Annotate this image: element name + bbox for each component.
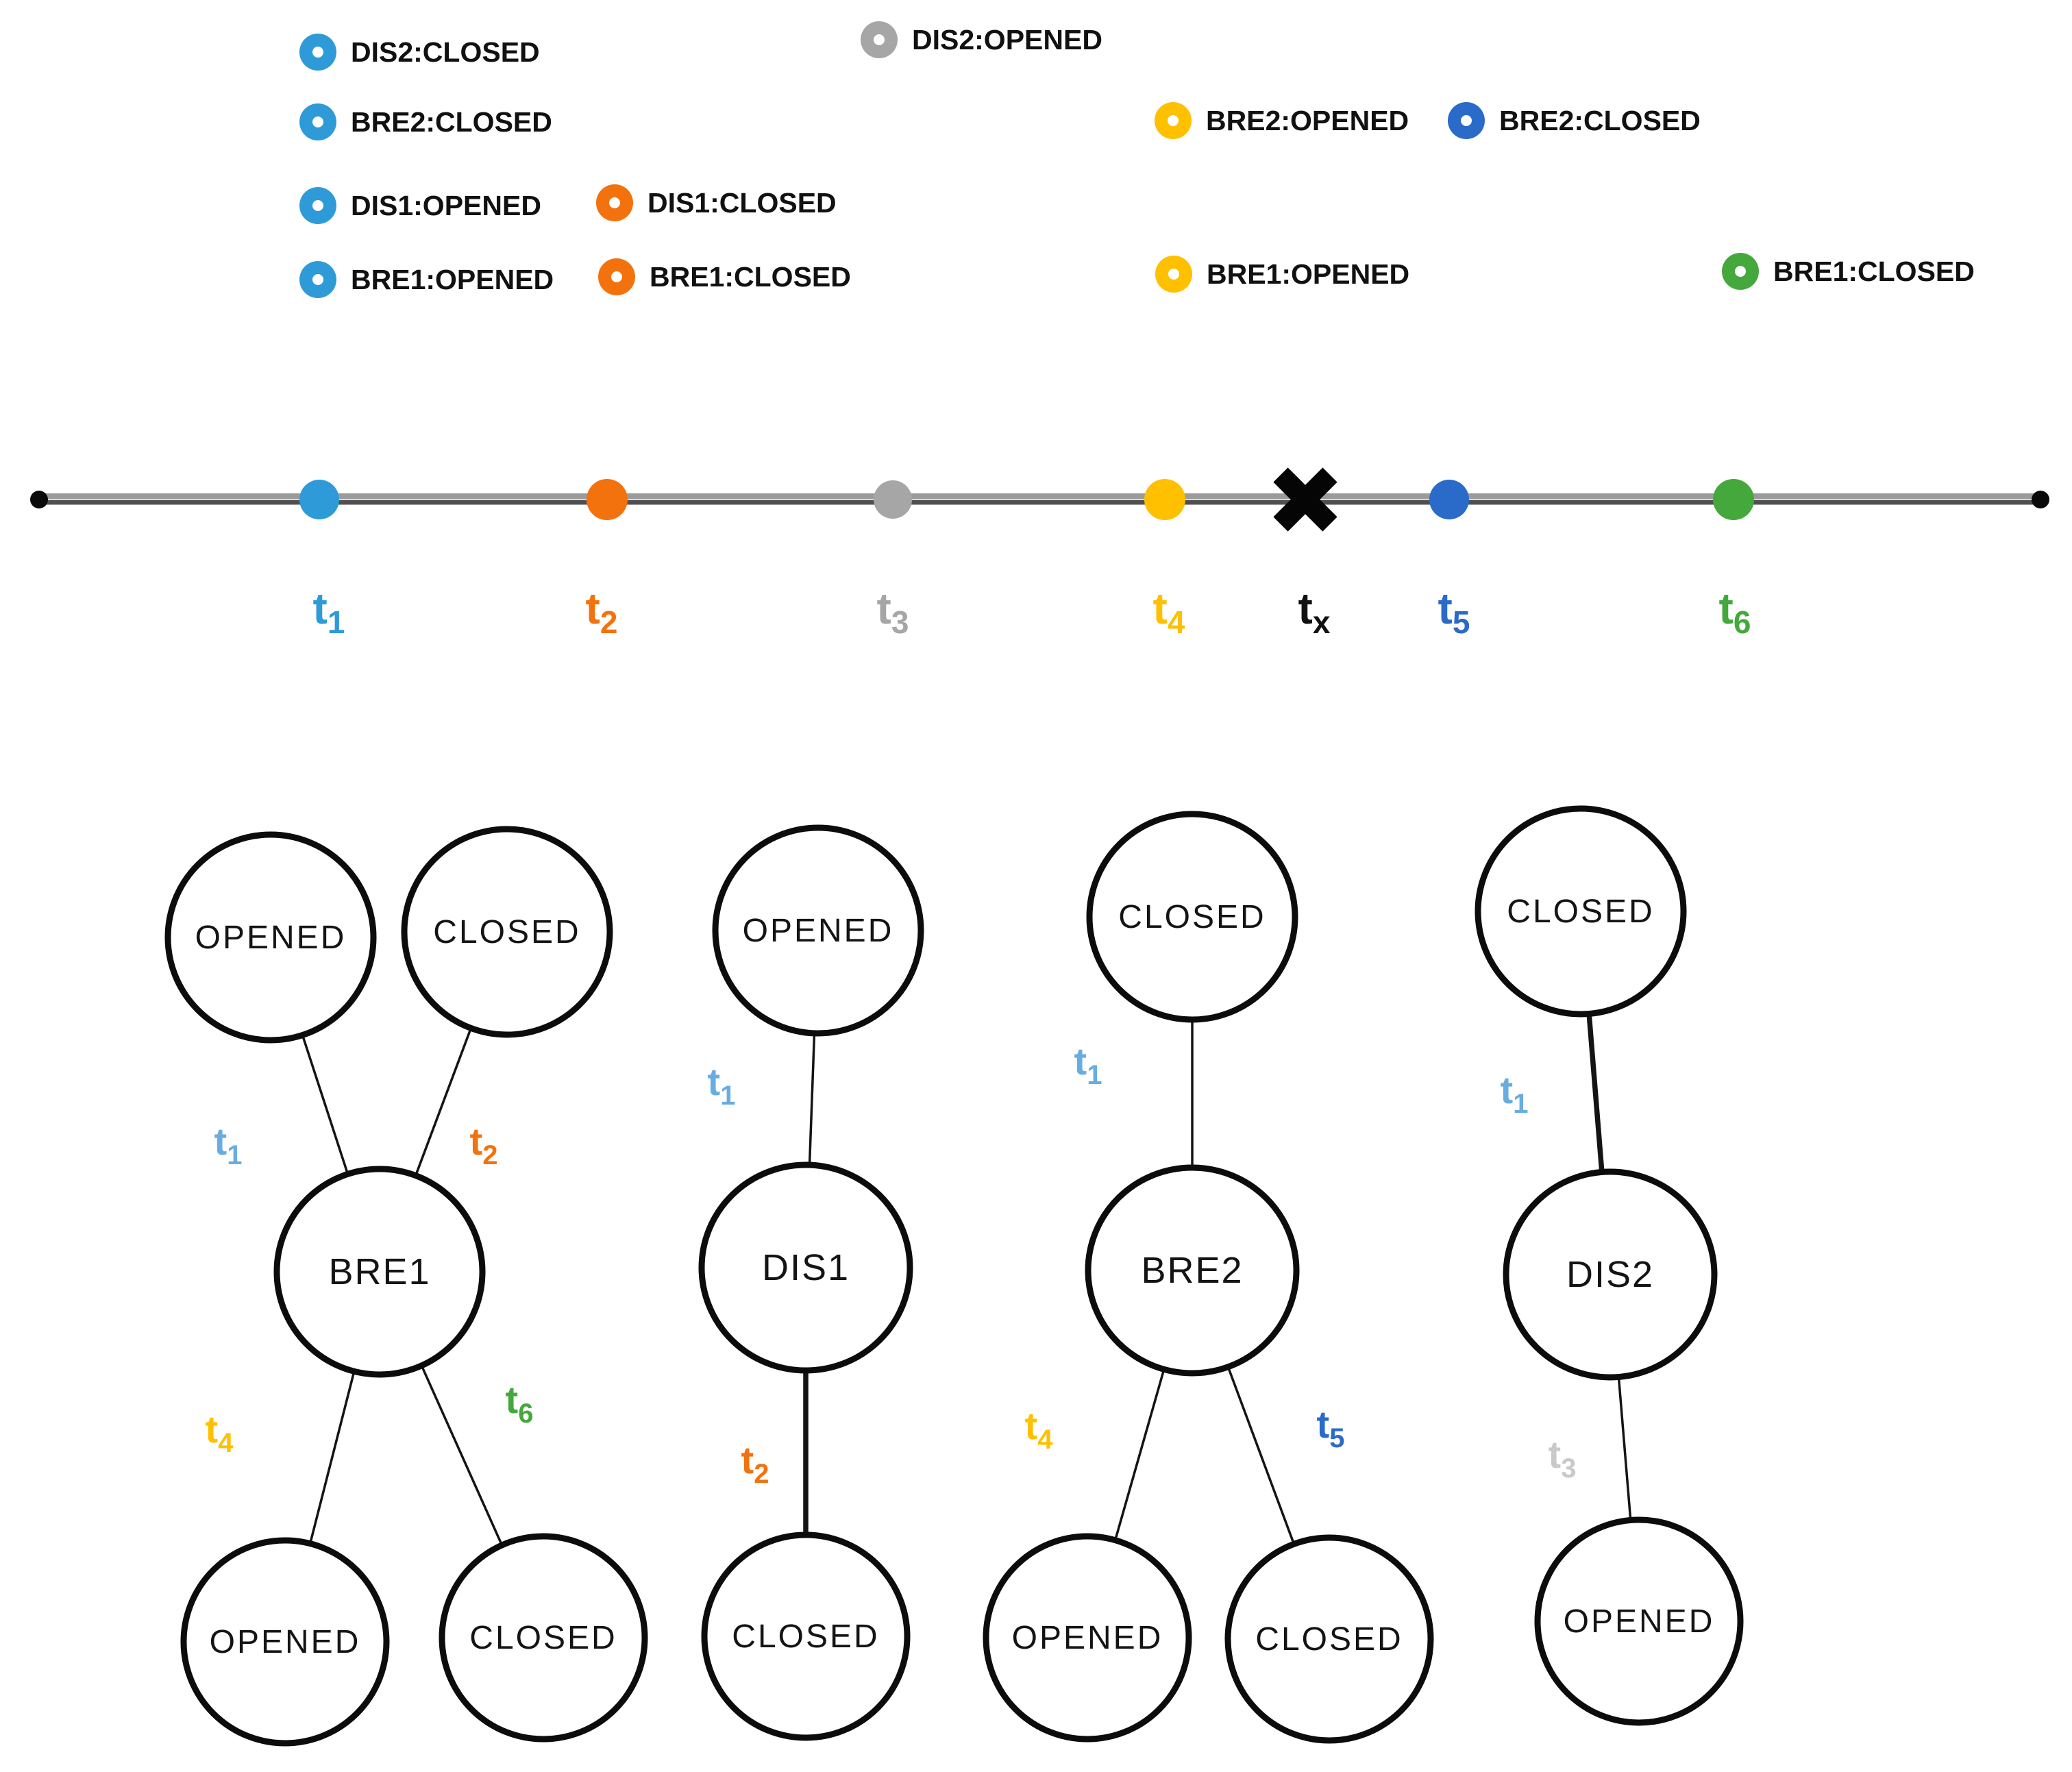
state-node — [1534, 1516, 1744, 1726]
legend-entry: BRE1:CLOSED — [1722, 253, 1975, 290]
state-node-label: OPENED — [210, 1624, 361, 1660]
timeline-label-tx: tx — [1298, 584, 1331, 640]
state-node-label: CLOSED — [469, 1620, 617, 1656]
event-dot-center-icon — [312, 200, 323, 211]
edge-time-label-t1: t1 — [1501, 1068, 1529, 1119]
legend-entry-label: DIS1:OPENED — [351, 190, 541, 221]
edge-time-label-t4: t4 — [206, 1407, 234, 1458]
tree-bre2: CLOSED BRE2 OPENED CLOSED t1 t4 t5 — [983, 811, 1434, 1744]
edge-time-label-t1: t1 — [708, 1060, 736, 1111]
edge-time-label-t4: t4 — [1025, 1404, 1054, 1455]
legend-entry: BRE2:CLOSED — [299, 103, 552, 140]
device-node — [698, 1161, 913, 1374]
edge-time-label-t1: t1 — [1074, 1039, 1102, 1090]
legend-entry: BRE1:CLOSED — [598, 258, 851, 295]
legend-entry-label: BRE2:CLOSED — [351, 106, 552, 138]
legend-entry-label: DIS2:CLOSED — [351, 36, 540, 68]
legend-entry-label: BRE2:CLOSED — [1499, 105, 1701, 136]
legend-entry: BRE1:OPENED — [1155, 256, 1409, 293]
state-node — [1475, 805, 1687, 1018]
legend-entry-label: DIS1:CLOSED — [648, 187, 837, 219]
state-node-label: OPENED — [1012, 1620, 1163, 1656]
legend-entry: BRE2:CLOSED — [1448, 102, 1701, 139]
legend-entry-label: BRE1:CLOSED — [1773, 256, 1975, 287]
legend-entry: DIS1:CLOSED — [596, 184, 837, 221]
event-dot-center-icon — [611, 271, 622, 282]
event-dot-center-icon — [874, 34, 885, 45]
device-node-label: BRE1 — [328, 1251, 430, 1292]
timeline-event-t1-dot — [299, 480, 339, 519]
state-node-label: OPENED — [1564, 1603, 1715, 1640]
device-node-label: BRE2 — [1141, 1250, 1243, 1291]
event-dot-center-icon — [1735, 266, 1746, 277]
tree-dis1: OPENED DIS1 CLOSED t1 t2 — [698, 824, 924, 1741]
state-node-label: CLOSED — [1255, 1621, 1403, 1658]
tree-dis2: CLOSED DIS2 OPENED t1 t3 — [1475, 805, 1744, 1726]
tree-bre1: OPENED CLOSED BRE1 OPENED CLOSED t1 t2 t… — [164, 826, 648, 1747]
event-dot-center-icon — [1168, 269, 1179, 280]
state-node — [180, 1537, 390, 1747]
timeline-label-t1: t1 — [313, 584, 345, 640]
legend: DIS2:CLOSED DIS2:OPENED BRE2:CLOSED BRE2… — [299, 21, 1975, 298]
state-node-label: CLOSED — [732, 1619, 879, 1655]
edge-time-label-t2: t2 — [470, 1120, 498, 1170]
state-node-label: OPENED — [743, 913, 894, 949]
edge-time-label-t1: t1 — [214, 1120, 243, 1170]
state-node — [701, 1531, 911, 1741]
event-dot-center-icon — [312, 116, 323, 127]
legend-entry-label: BRE1:OPENED — [351, 264, 554, 295]
legend-entry: DIS2:CLOSED — [299, 34, 540, 71]
legend-entry: BRE2:OPENED — [1155, 102, 1409, 139]
legend-entry-label: BRE1:OPENED — [1207, 258, 1409, 290]
edge-time-label-t6: t6 — [506, 1378, 534, 1429]
legend-entry: BRE1:OPENED — [299, 261, 554, 298]
event-dot-center-icon — [1461, 115, 1472, 126]
timeline-end-dot — [2032, 491, 2049, 508]
device-node — [273, 1166, 486, 1378]
state-node-label: CLOSED — [1118, 899, 1266, 935]
state-node — [401, 826, 613, 1038]
timeline-label-t2: t2 — [586, 584, 618, 640]
legend-entry-label: BRE1:CLOSED — [650, 261, 851, 293]
state-node-label: CLOSED — [1507, 894, 1654, 930]
legend-entry: DIS1:OPENED — [299, 187, 541, 224]
state-node — [983, 1533, 1192, 1743]
timeline-event-tx-x-marker-icon — [1273, 467, 1337, 532]
event-dot-center-icon — [1168, 115, 1179, 126]
state-node-label: CLOSED — [433, 914, 580, 950]
timeline-event-t2-dot — [587, 479, 628, 520]
state-node — [1086, 811, 1298, 1023]
device-node-label: DIS2 — [1566, 1254, 1654, 1295]
edge-time-label-t2: t2 — [741, 1438, 769, 1489]
timeline-event-t4-dot — [1144, 479, 1185, 520]
device-node — [1503, 1168, 1718, 1381]
timeline-event-t3-dot — [874, 480, 912, 519]
edge-time-label-t3: t3 — [1549, 1433, 1577, 1484]
device-node-label: DIS1 — [762, 1247, 850, 1288]
timeline-label-t3: t3 — [877, 584, 909, 640]
event-dot-center-icon — [609, 197, 620, 208]
legend-entry-label: BRE2:OPENED — [1206, 105, 1409, 136]
timeline-event-t5-dot — [1429, 480, 1469, 519]
timeline-start-dot — [30, 491, 48, 508]
state-node — [439, 1533, 648, 1743]
state-node-label: OPENED — [195, 920, 347, 956]
legend-entry: DIS2:OPENED — [861, 21, 1102, 58]
timeline-label-t5: t5 — [1438, 584, 1470, 640]
edge-time-label-t5: t5 — [1317, 1403, 1345, 1453]
state-node — [164, 831, 377, 1044]
device-node — [1085, 1164, 1300, 1377]
state-node — [1224, 1534, 1434, 1744]
event-dot-center-icon — [312, 274, 323, 285]
timeline-label-t4: t4 — [1153, 584, 1185, 640]
timeline: t1 t2 t3 t4 tx t5 t6 — [30, 467, 2049, 640]
timeline-event-t6-dot — [1713, 479, 1754, 520]
state-node — [712, 824, 924, 1037]
timeline-label-t6: t6 — [1719, 584, 1751, 640]
event-dot-center-icon — [312, 47, 323, 58]
legend-entry-label: DIS2:OPENED — [912, 24, 1102, 56]
